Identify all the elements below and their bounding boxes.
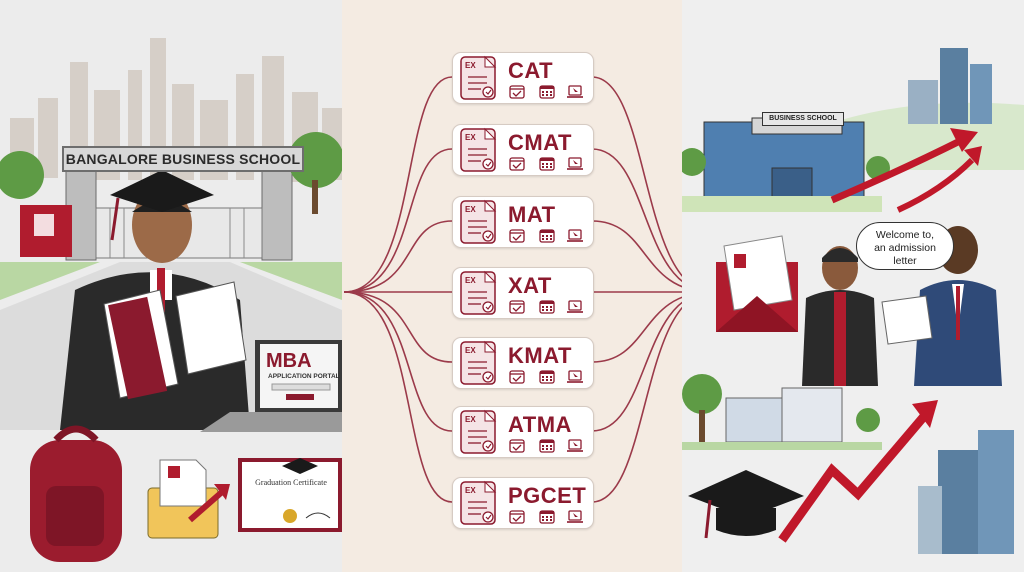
speech-bubble-line-1: Welcome to, xyxy=(875,229,935,241)
speech-bubble: Welcome to, an admission letter xyxy=(856,222,954,270)
speech-bubble-line-2: an admission xyxy=(874,242,936,254)
calendar-check-icon xyxy=(509,229,525,243)
exam-card-kmat: EX KMAT xyxy=(452,337,594,389)
calendar-icon xyxy=(539,300,555,314)
exam-name: ATMA xyxy=(508,412,572,437)
certificate-title: Graduation Certificate xyxy=(255,478,327,487)
calendar-icon xyxy=(539,85,555,99)
document-icon xyxy=(460,340,497,385)
laptop-portal-subtitle: APPLICATION PORTAL xyxy=(268,373,340,380)
calendar-check-icon xyxy=(509,510,525,524)
laptop-cursor-icon xyxy=(567,229,583,242)
exam-name: XAT xyxy=(508,273,552,298)
connector-left-1 xyxy=(343,148,453,293)
connector-left-6 xyxy=(343,291,453,503)
connector-left-2 xyxy=(343,220,453,293)
exam-name: CMAT xyxy=(508,130,572,155)
laptop-cursor-icon xyxy=(567,300,583,313)
document-icon xyxy=(460,480,497,525)
exam-card-mat: EX MAT xyxy=(452,196,594,248)
exam-name: MAT xyxy=(508,202,556,227)
calendar-icon xyxy=(539,510,555,524)
exam-badge-label: EX xyxy=(465,61,476,70)
exam-card-atma: EX ATMA xyxy=(452,406,594,458)
exam-badge-label: EX xyxy=(465,205,476,214)
exam-card-cat: EX CAT xyxy=(452,52,594,104)
right-scene-art xyxy=(682,48,1024,554)
calendar-icon xyxy=(539,157,555,171)
exam-card-cmat: EX CMAT xyxy=(452,124,594,176)
calendar-check-icon xyxy=(509,157,525,171)
left-scene-art xyxy=(0,38,342,562)
exam-card-pgcet: EX PGCET xyxy=(452,477,594,529)
laptop-cursor-icon xyxy=(567,85,583,98)
exam-name: KMAT xyxy=(508,343,572,368)
school-gate-sign: BANGALORE BUSINESS SCHOOL xyxy=(62,146,304,172)
document-icon xyxy=(460,199,497,244)
calendar-check-icon xyxy=(509,439,525,453)
calendar-check-icon xyxy=(509,300,525,314)
laptop-cursor-icon xyxy=(567,370,583,383)
calendar-icon xyxy=(539,229,555,243)
exam-badge-label: EX xyxy=(465,346,476,355)
document-icon xyxy=(460,270,497,315)
connector-left-4 xyxy=(343,291,453,363)
exam-name: PGCET xyxy=(508,483,587,508)
laptop-cursor-icon xyxy=(567,157,583,170)
laptop-cursor-icon xyxy=(567,439,583,452)
calendar-check-icon xyxy=(509,85,525,99)
calendar-icon xyxy=(539,370,555,384)
calendar-check-icon xyxy=(509,370,525,384)
exam-badge-label: EX xyxy=(465,276,476,285)
exam-badge-label: EX xyxy=(465,486,476,495)
document-icon xyxy=(460,409,497,454)
business-school-building-sign: BUSINESS SCHOOL xyxy=(762,112,844,126)
connector-left-5 xyxy=(343,291,453,432)
exam-badge-label: EX xyxy=(465,415,476,424)
document-icon xyxy=(460,55,497,100)
exam-name: CAT xyxy=(508,58,554,83)
laptop-cursor-icon xyxy=(567,510,583,523)
speech-bubble-line-3: letter xyxy=(893,255,917,267)
laptop-portal-title: MBA xyxy=(266,350,312,372)
right-panel-outcomes: BUSINESS SCHOOL Welcome to, an admission… xyxy=(682,0,1024,572)
document-icon xyxy=(460,127,497,172)
calendar-icon xyxy=(539,439,555,453)
exam-badge-label: EX xyxy=(465,133,476,142)
exam-card-xat: EX XAT xyxy=(452,267,594,319)
connector-left-0 xyxy=(343,76,453,293)
left-panel-student-scene: BANGALORE BUSINESS SCHOOL MBA APPLICATIO… xyxy=(0,0,342,572)
